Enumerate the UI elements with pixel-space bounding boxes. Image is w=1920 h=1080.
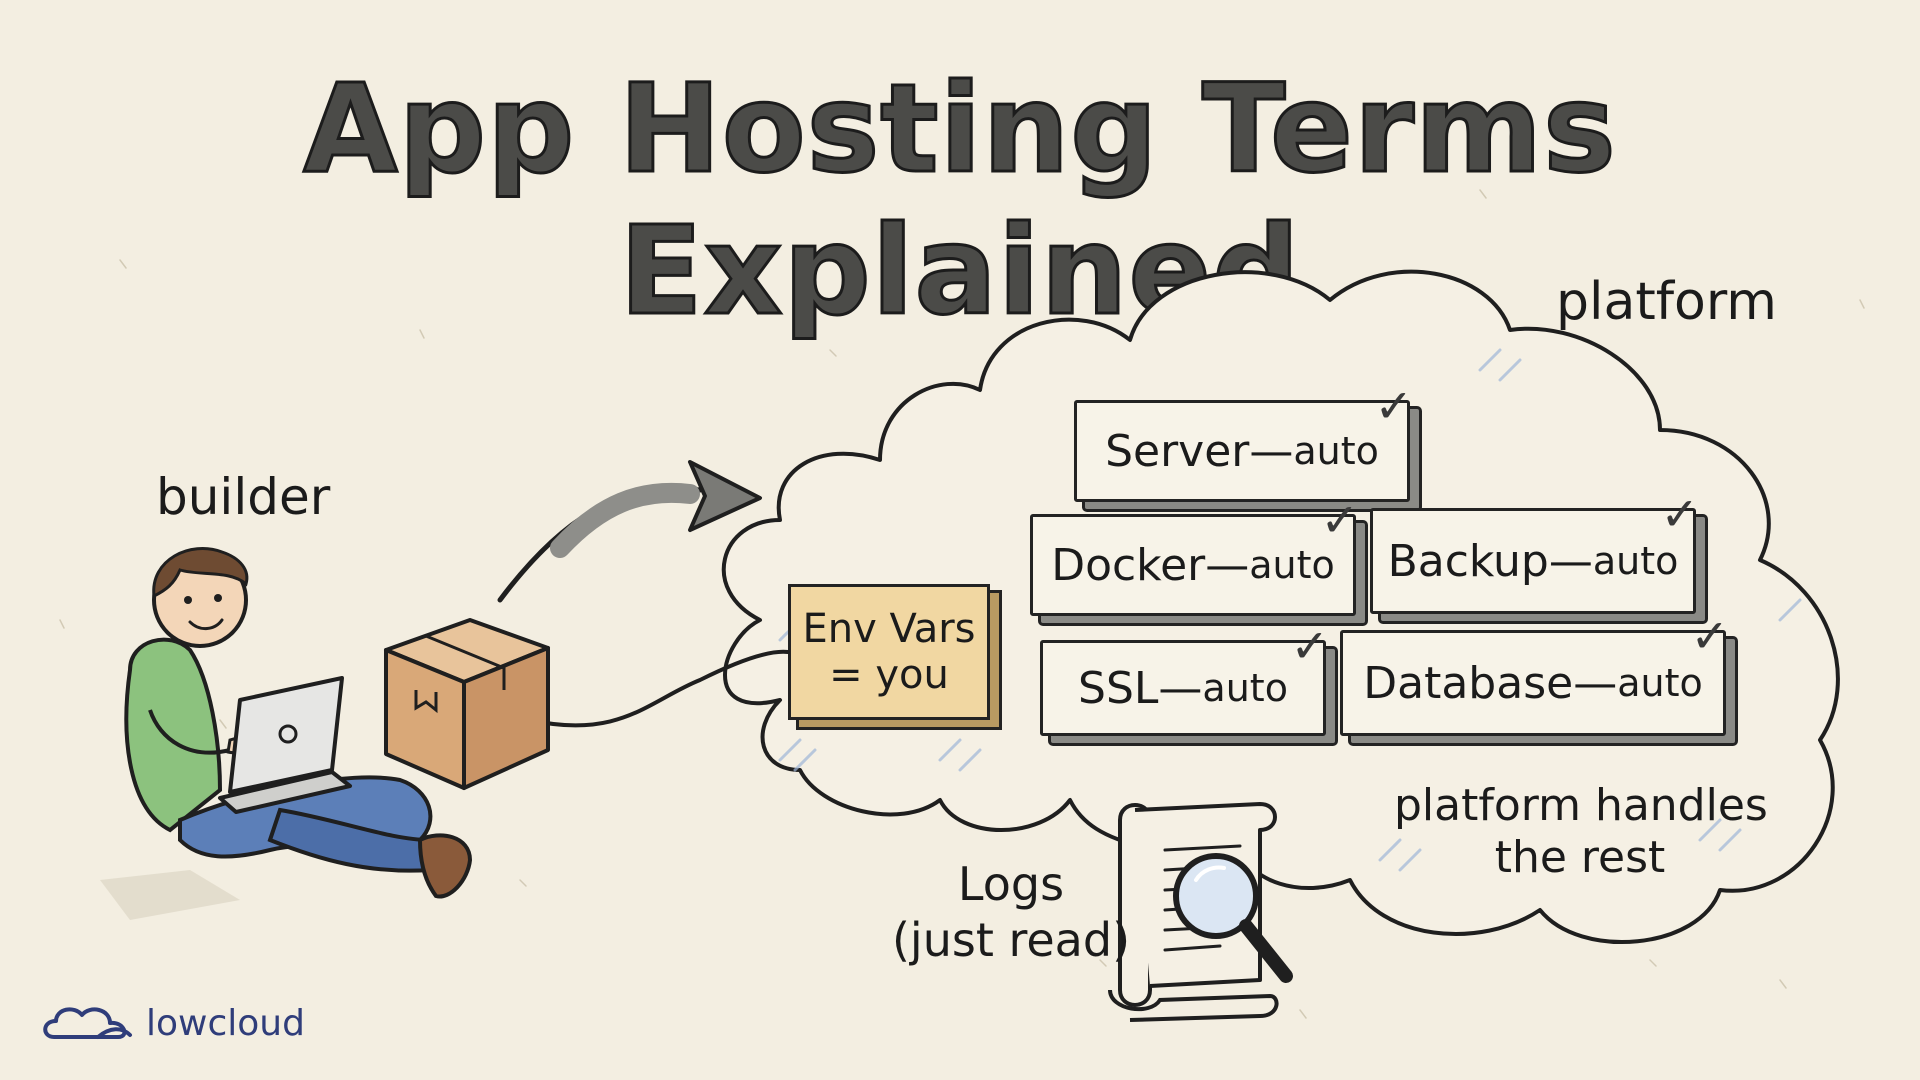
brand-logo: lowcloud [40,998,305,1048]
brand-name: lowcloud [146,1002,305,1044]
service-backup: Backup — auto ✓ [1370,487,1699,614]
service-separator: — [1548,535,1593,587]
service-status: auto [1249,543,1335,587]
person-icon [100,547,473,920]
service-separator: — [1249,425,1294,477]
service-separator: — [1158,662,1203,714]
service-status: auto [1293,429,1379,473]
connector-line [528,649,790,728]
page-title: App Hosting Terms Explained [302,57,1618,344]
service-name: Database [1363,657,1574,709]
platform-label: platform [1556,272,1777,332]
service-separator: — [1573,657,1618,709]
service-name: Server [1105,425,1250,477]
service-database: Database — auto ✓ [1340,609,1729,736]
service-server: Server — auto ✓ [1074,379,1413,502]
service-status: auto [1617,661,1703,705]
env-vars-line1: Env Vars [802,606,976,652]
check-icon: ✓ [1290,619,1329,673]
builder-label: builder [156,468,331,526]
logs-label-line1: Logs [957,857,1065,911]
check-icon: ✓ [1374,379,1413,433]
service-status: auto [1592,539,1679,583]
platform-handles-line1: platform handles [1394,780,1768,831]
service-separator: — [1205,539,1250,591]
service-ssl: SSL — auto ✓ [1040,619,1329,736]
cloud-icon [43,1007,132,1039]
check-icon: ✓ [1320,493,1359,547]
logs-label-line2: (just read) [891,913,1131,967]
platform-handles-label: platform handles the rest [1394,780,1768,884]
service-status: auto [1202,666,1288,710]
service-name: Docker [1051,539,1206,591]
logs-label: Logs (just read) [866,856,1156,968]
service-name: Backup [1387,535,1549,587]
service-docker: Docker — auto ✓ [1030,493,1359,616]
laptop-icon [218,676,352,814]
builder-illustration [100,547,550,920]
check-icon: ✓ [1690,609,1729,663]
env-vars-line2: = you [829,652,949,698]
service-name: SSL [1078,662,1159,714]
platform-handles-line2: the rest [1494,832,1666,883]
magnifier-icon [1173,853,1293,983]
package-icon [384,618,550,790]
check-icon: ✓ [1660,487,1699,541]
